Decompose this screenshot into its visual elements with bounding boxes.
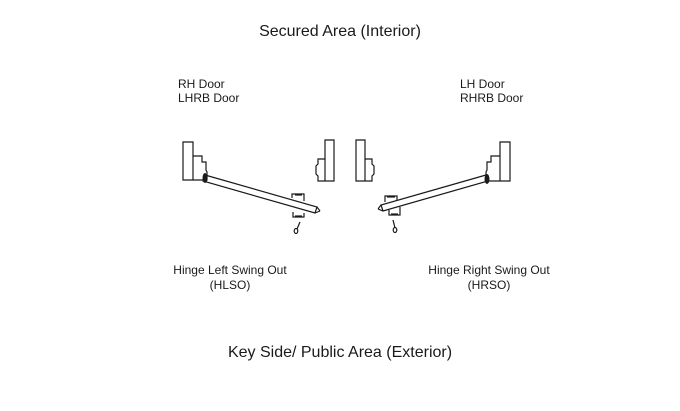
right-swing-line2: (HRSO)	[467, 278, 511, 292]
left-key-icon	[293, 221, 301, 235]
right-door-line2: RHRB Door	[460, 91, 524, 105]
left-hinge-frame	[182, 141, 208, 181]
right-lever-handle	[384, 195, 401, 216]
right-hinge-frame	[485, 141, 511, 182]
right-door-line1: LH Door	[460, 77, 505, 91]
left-strike-frame	[315, 139, 335, 182]
public-area-label: Key Side/ Public Area (Exterior)	[227, 344, 453, 361]
right-swing-line1: Hinge Right Swing Out	[428, 263, 550, 277]
right-door-leaf	[377, 174, 489, 212]
left-swing-line1: Hinge Left Swing Out	[173, 263, 287, 277]
right-strike-frame	[355, 139, 375, 182]
left-door-handing-label: RH Door LHRB Door	[178, 77, 239, 105]
left-swing-label: Hinge Left Swing Out (HLSO)	[160, 263, 300, 293]
right-swing-label: Hinge Right Swing Out (HRSO)	[414, 263, 564, 293]
right-key-icon	[392, 219, 398, 234]
left-lever-handle	[291, 193, 305, 218]
left-swing-line2: (HLSO)	[209, 278, 251, 292]
left-door-line1: RH Door	[178, 77, 225, 91]
left-door-leaf	[202, 174, 321, 214]
secured-area-label: Secured Area (Interior)	[259, 23, 421, 40]
left-door-line2: LHRB Door	[178, 91, 240, 105]
right-door-handing-label: LH Door RHRB Door	[460, 77, 523, 105]
